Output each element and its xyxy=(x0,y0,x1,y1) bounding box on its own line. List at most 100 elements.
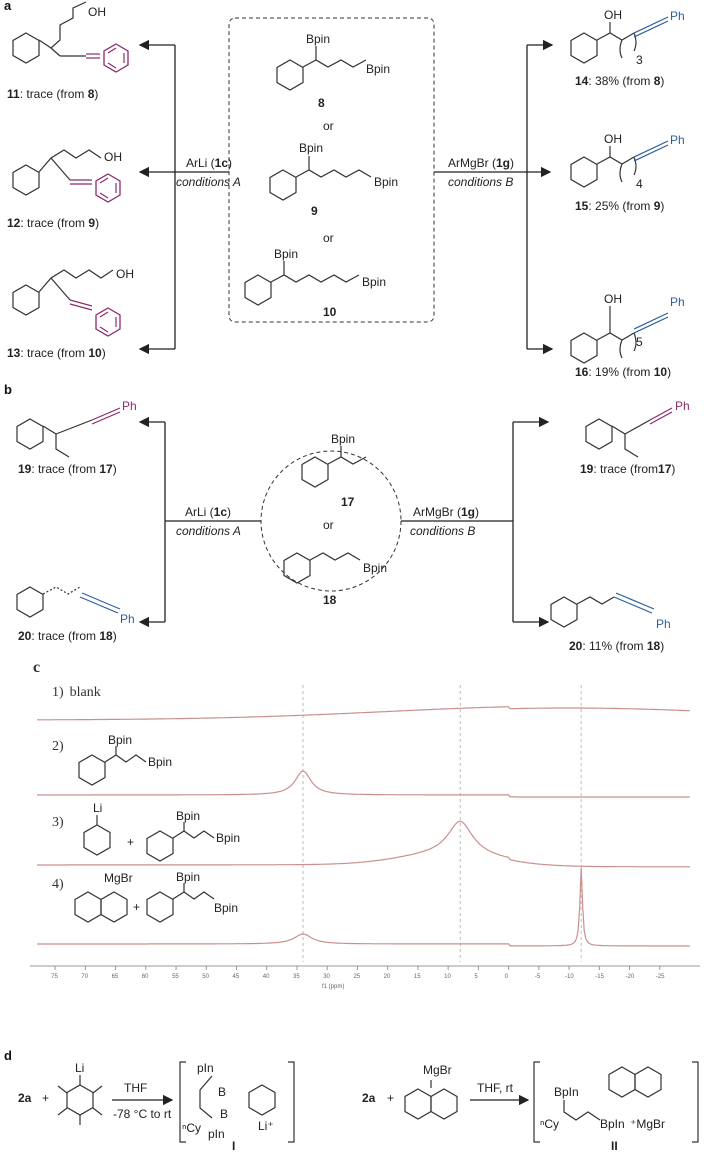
reagent-arli-a: ArLi (1c) xyxy=(186,156,232,170)
product-12: OH 12: trace (from 9) xyxy=(7,149,122,230)
reactant-10: Bpin Bpin 10 xyxy=(244,247,386,319)
product-19-left: Ph 19: trace (from 17) xyxy=(16,399,137,476)
svg-text:Bpin: Bpin xyxy=(214,901,238,915)
svg-text:I: I xyxy=(232,1139,235,1153)
product-20-left: Ph 20: trace (from 18) xyxy=(16,586,135,643)
svg-text:OH: OH xyxy=(104,150,122,164)
product-15: OH 4 Ph 15: 25% (from 9) xyxy=(570,132,685,213)
reagent-arli-b: ArLi (1c) xyxy=(185,505,231,519)
svg-text:-78 °C to rt: -78 °C to rt xyxy=(113,1107,172,1121)
product-16: OH 5 Ph 16: 19% (from 10) xyxy=(570,292,685,379)
product-label: 19: trace (from17) xyxy=(580,462,675,476)
product-19-right: Ph 19: trace (from17) xyxy=(580,399,690,476)
conditions-a-left: conditions A xyxy=(176,175,241,189)
axis-tick-label: -20 xyxy=(626,974,635,980)
panel-a-label: a xyxy=(4,0,12,13)
axis-tick-label: 15 xyxy=(414,974,421,980)
svg-text:OH: OH xyxy=(88,5,106,19)
bpin-label: Bpin xyxy=(374,175,398,189)
axis-tick-label: 70 xyxy=(81,974,88,980)
axis-tick-label: -25 xyxy=(656,974,665,980)
svg-text:+: + xyxy=(42,1091,49,1105)
axis-tick-label: 55 xyxy=(172,974,179,980)
product-label: 11: trace (from 8) xyxy=(7,87,98,101)
axis-tick-label: 60 xyxy=(142,974,149,980)
product-label: 19: trace (from 17) xyxy=(18,462,117,476)
spectrum-3-label: 3) xyxy=(52,815,64,830)
axis-label: f1 (ppm) xyxy=(322,984,344,990)
bpin-label: Bpin xyxy=(274,247,298,261)
or-text: or xyxy=(323,119,334,133)
svg-text:Bpin: Bpin xyxy=(108,733,132,747)
spectrum-2-label: 2) xyxy=(52,739,64,754)
axis-tick-label: -5 xyxy=(535,974,541,980)
svg-text:B: B xyxy=(220,1107,228,1121)
axis-tick-label: 40 xyxy=(263,974,270,980)
bpin-label: Bpin xyxy=(366,62,390,76)
product-label: 15: 25% (from 9) xyxy=(575,199,664,213)
compound-id: 9 xyxy=(311,204,318,218)
svg-text:Bpin: Bpin xyxy=(148,755,172,769)
product-label: 20: trace (from 18) xyxy=(18,629,117,643)
svg-text:Bpin: Bpin xyxy=(216,831,240,845)
conditions-a-b: conditions A xyxy=(176,524,241,538)
axis-tick-label: -10 xyxy=(565,974,574,980)
svg-text:18: 18 xyxy=(323,593,337,607)
product-14: OH 3 Ph 14: 38% (from 8) xyxy=(570,8,685,88)
svg-text:THF, rt: THF, rt xyxy=(477,1081,514,1095)
spectrum-3-structure: Li + Bpin Bpin xyxy=(83,801,240,862)
svg-text:Li: Li xyxy=(93,801,102,815)
svg-text:pIn: pIn xyxy=(197,1061,214,1075)
axis-tick-label: 10 xyxy=(444,974,451,980)
bpin-label: Bpin xyxy=(306,32,330,46)
axis-tick-label: 50 xyxy=(202,974,209,980)
product-label: 20: 11% (from 18) xyxy=(569,639,664,653)
spectrum-4-structure: MgBr + Bpin Bpin xyxy=(74,870,238,923)
bpin-label: Bpin xyxy=(362,275,386,289)
product-20-right: Ph 20: 11% (from 18) xyxy=(550,592,671,653)
scheme-d-left: 2a + Li THF -78 °C to rt pIn B B pIn ⁿCy… xyxy=(18,1061,295,1153)
svg-text:+: + xyxy=(387,1091,394,1105)
svg-text:II: II xyxy=(611,1139,618,1153)
reagent-armgbr-b: ArMgBr (1g) xyxy=(413,505,479,519)
reactant-8: Bpin Bpin 8 xyxy=(276,32,390,110)
svg-text:5: 5 xyxy=(636,335,643,349)
svg-text:2a: 2a xyxy=(362,1091,376,1105)
svg-text:MgBr: MgBr xyxy=(104,871,133,885)
svg-text:OH: OH xyxy=(604,8,622,22)
svg-text:BpIn: BpIn xyxy=(554,1085,579,1099)
svg-text:Bpin: Bpin xyxy=(176,809,200,823)
spectrum-labels: 1)blank 2) Bpin Bpin 3) Li + Bpin Bpin 4… xyxy=(52,685,240,923)
spectrum-trace-2 xyxy=(37,770,690,798)
axis-tick-label: 65 xyxy=(112,974,119,980)
svg-text:ⁿCy: ⁿCy xyxy=(182,1121,201,1135)
spectrum-trace-1 xyxy=(37,706,691,721)
product-label: 13: trace (from 10) xyxy=(7,346,106,360)
axis-tick-label: 25 xyxy=(353,974,360,980)
svg-text:+: + xyxy=(133,900,140,914)
axis-tick-label: 5 xyxy=(474,974,478,980)
svg-text:OH: OH xyxy=(116,267,134,281)
reactant-9: Bpin Bpin 9 xyxy=(269,141,398,218)
svg-text:4: 4 xyxy=(636,177,643,191)
svg-text:⁺MgBr: ⁺MgBr xyxy=(630,1117,665,1131)
axis-tick-label: 35 xyxy=(293,974,300,980)
svg-text:2a: 2a xyxy=(18,1091,32,1105)
svg-text:Ph: Ph xyxy=(122,399,137,413)
conditions-b-b: conditions B xyxy=(410,524,475,538)
svg-text:Ph: Ph xyxy=(656,617,671,631)
product-label: 12: trace (from 9) xyxy=(7,216,99,230)
product-11: OH 11: trace (from 8) xyxy=(7,1,129,101)
svg-text:B: B xyxy=(218,1085,226,1099)
reactant-18: Bpin 18 xyxy=(283,552,387,607)
svg-text:Ph: Ph xyxy=(670,295,685,309)
svg-text:+: + xyxy=(127,835,134,849)
svg-text:Li: Li xyxy=(75,1061,84,1075)
product-label: 16: 19% (from 10) xyxy=(575,365,671,379)
svg-text:ⁿCy: ⁿCy xyxy=(540,1117,559,1131)
svg-text:17: 17 xyxy=(341,495,355,509)
reagent-armgbr-a: ArMgBr (1g) xyxy=(448,156,514,170)
spectrum-1-label: 1)blank xyxy=(52,685,101,700)
axis-tick-label: 75 xyxy=(51,974,58,980)
